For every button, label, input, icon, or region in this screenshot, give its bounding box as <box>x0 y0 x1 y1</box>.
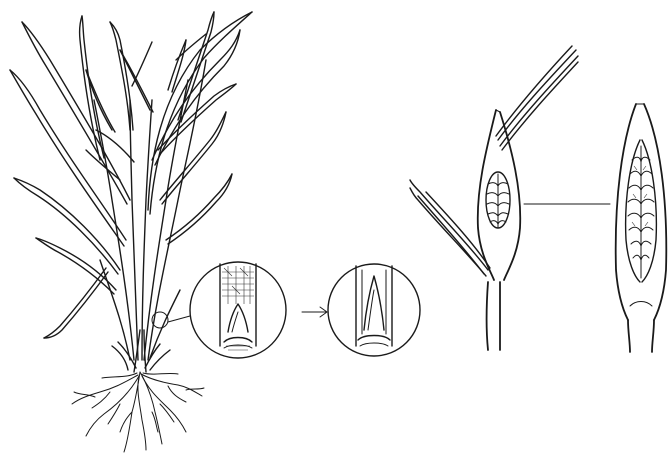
magnified-base-stage-2 <box>328 264 420 356</box>
magnified-base-stage-1 <box>190 262 286 358</box>
developing-head-detail <box>616 104 667 352</box>
boot-stage-stem <box>410 46 578 350</box>
plant-crown <box>112 330 170 372</box>
plant-roots <box>72 372 204 452</box>
head-spike <box>626 140 657 282</box>
plant-to-zoom-line <box>168 316 190 322</box>
stage-transition-arrow <box>302 307 327 317</box>
whole-plant <box>10 12 252 452</box>
sheath-texture <box>222 266 254 304</box>
enclosed-head <box>486 172 510 228</box>
